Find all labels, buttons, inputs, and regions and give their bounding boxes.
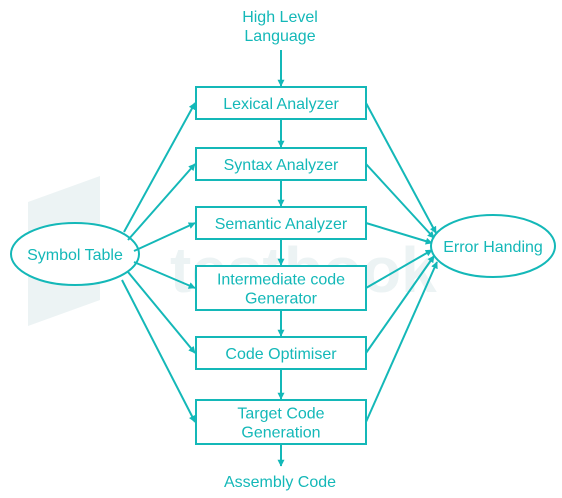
arrow-symbol-table-to-phase xyxy=(123,102,196,233)
arrow-symbol-table-to-phase xyxy=(133,261,196,289)
phase-box xyxy=(195,399,367,445)
arrow-symbol-table-to-phase xyxy=(127,271,196,354)
phase-label: Target Code xyxy=(237,406,324,423)
arrow-phase-to-error-handling xyxy=(365,261,438,423)
phase-box xyxy=(195,147,367,181)
symbol-table-node xyxy=(10,222,140,286)
arrow-phase-to-error-handling xyxy=(365,102,437,234)
phase-label: Generator xyxy=(245,291,318,308)
arrow-phase-to-error-handling xyxy=(365,255,435,354)
phase-box xyxy=(195,336,367,370)
phase-label: Code Optimiser xyxy=(225,346,337,363)
input-label-line2: Language xyxy=(244,28,315,45)
phase-box xyxy=(195,86,367,120)
arrow-phase-to-error-handling xyxy=(365,249,433,289)
phase-box xyxy=(195,206,367,240)
arrow-phase-to-error-handling xyxy=(365,222,433,245)
phase-label: Semantic Analyzer xyxy=(215,216,348,233)
phase-code-optimiser: Code Optimiser xyxy=(195,336,367,370)
connectors xyxy=(121,50,438,467)
input-label-line1: High Level xyxy=(242,9,318,26)
phase-label: Generation xyxy=(241,425,320,442)
phase-box xyxy=(195,265,367,311)
phase-syntax-analyzer: Syntax Analyzer xyxy=(195,147,367,181)
output-label: Assembly Code xyxy=(224,474,336,491)
phase-semantic-analyzer: Semantic Analyzer xyxy=(195,206,367,240)
error-handling-node xyxy=(430,214,556,278)
arrow-symbol-table-to-phase xyxy=(133,222,196,252)
symbol-table-label: Symbol Table xyxy=(27,247,123,264)
phase-label: Lexical Analyzer xyxy=(223,96,339,113)
arrow-phase-to-error-handling xyxy=(365,163,435,239)
arrow-symbol-table-to-phase xyxy=(127,163,196,241)
phase-lexical-analyzer: Lexical Analyzer xyxy=(195,86,367,120)
phase-label: Syntax Analyzer xyxy=(224,157,339,174)
error-handling-label: Error Handing xyxy=(443,239,543,256)
arrow-symbol-table-to-phase xyxy=(121,279,196,423)
phase-label: Intermediate code xyxy=(217,272,345,289)
